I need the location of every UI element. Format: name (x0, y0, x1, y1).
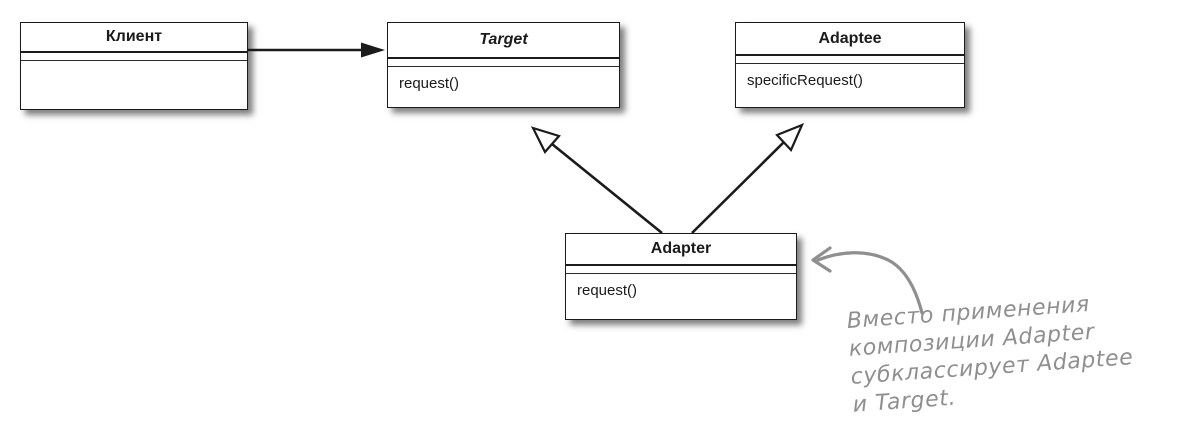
attributes-compartment (566, 266, 796, 274)
hand-drawn-arrow (811, 246, 924, 315)
solid-arrowhead-icon (361, 42, 385, 58)
class-title-target: Target (388, 23, 619, 59)
class-box-client: Клиент (20, 22, 248, 110)
class-box-target: Target request() (387, 22, 620, 108)
generalization-arrow-adapter-to-adaptee (691, 122, 805, 234)
methods-compartment: request() (566, 274, 796, 299)
generalization-arrow-adapter-to-target (530, 126, 663, 235)
class-title-adaptee: Adaptee (736, 23, 964, 56)
class-box-adapter: Adapter request() (565, 233, 797, 320)
hand-drawn-arrowhead-icon (811, 246, 832, 273)
methods-compartment: request() (388, 67, 619, 92)
attributes-compartment (21, 53, 247, 61)
method-label: request() (399, 75, 460, 92)
methods-compartment: specificRequest() (736, 64, 964, 89)
method-label: request() (577, 282, 638, 299)
class-title-client: Клиент (21, 23, 247, 53)
method-label: specificRequest() (747, 72, 863, 89)
hollow-triangle-icon (775, 122, 805, 152)
handwritten-annotation: Вместо применения композиции Adapter суб… (846, 284, 1178, 420)
hollow-triangle-icon (530, 126, 561, 154)
class-box-adaptee: Adaptee specificRequest() (735, 22, 965, 108)
attributes-compartment (736, 56, 964, 64)
association-arrow-client-to-target (248, 42, 385, 58)
class-title-adapter: Adapter (566, 234, 796, 266)
attributes-compartment (388, 59, 619, 67)
